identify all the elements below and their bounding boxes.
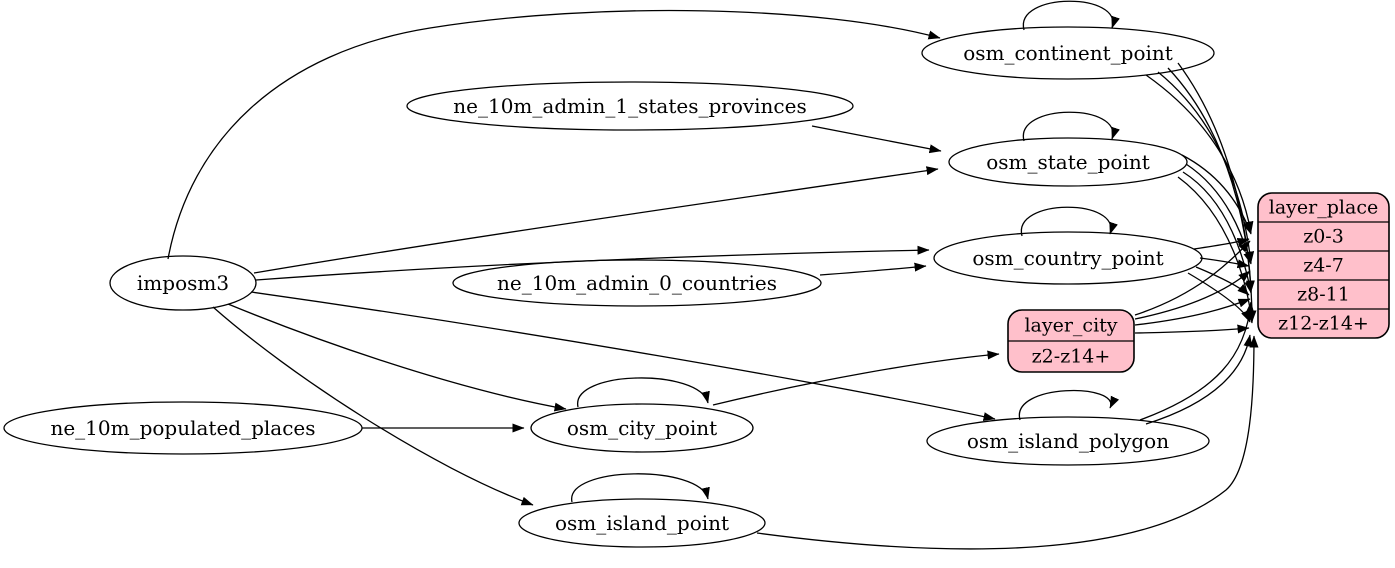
edge-imposm3-to-osm_city_point <box>227 303 567 412</box>
node-shape-osm_island_point <box>518 498 766 548</box>
edge-osm_island_polygon-to-layer_place <box>1145 334 1253 425</box>
node-label-osm_island_polygon: osm_island_polygon <box>967 429 1169 453</box>
edge-osm_island_polygon-self-loop <box>1018 389 1120 421</box>
node-shape-osm_continent_point <box>921 26 1215 80</box>
record-row-layer_place-0: z0-3 <box>1303 226 1344 248</box>
edge-imposm3-to-osm_country_point <box>255 245 930 281</box>
edge-osm_country_point-to-layer_place <box>1193 237 1250 250</box>
edge-osm_island_polygon-to-layer_place <box>1139 301 1255 421</box>
edge-osm_country_point-to-layer_place <box>1195 266 1250 296</box>
edge-osm_city_point-to-layer_city <box>712 350 1000 406</box>
node-ne_10m_admin_1_states_provinces: ne_10m_admin_1_states_provinces <box>406 81 854 131</box>
edge-osm_state_point-self-loop <box>1022 111 1120 142</box>
node-shape-osm_state_point <box>948 137 1188 187</box>
node-osm_city_point: osm_city_point <box>530 403 754 453</box>
node-label-ne_10m_admin_0_countries: ne_10m_admin_0_countries <box>497 271 777 295</box>
edge-layer_city-to-layer_place <box>1134 240 1251 316</box>
node-shape-ne_10m_admin_1_states_provinces <box>406 81 854 131</box>
edge-osm_country_point-self-loop <box>1020 206 1118 237</box>
record-layer_place: layer_place z0-3 z4-7 z8-11 z12-z14+ <box>1257 192 1390 339</box>
edge-osm_continent_point-to-layer_place <box>1145 74 1254 234</box>
node-label-ne_10m_admin_1_states_provinces: ne_10m_admin_1_states_provinces <box>453 94 806 118</box>
node-shape-imposm3 <box>109 255 257 311</box>
node-imposm3: imposm3 <box>109 255 257 311</box>
edge-layer_city-to-layer_place <box>1134 298 1251 326</box>
node-label-osm_island_point: osm_island_point <box>555 511 729 535</box>
edge-imposm3-to-osm_island_polygon <box>250 291 996 421</box>
node-label-imposm3: imposm3 <box>137 271 229 295</box>
edge-osm_continent_point-to-layer_place <box>1177 62 1257 323</box>
edge-osm_continent_point-self-loop <box>1022 0 1120 31</box>
edges-layer <box>167 0 1259 550</box>
nodes-layer: imposm3 ne_10m_admin_1_states_provincesne… <box>3 26 1390 548</box>
node-osm_state_point: osm_state_point <box>948 137 1188 187</box>
node-osm_island_polygon: osm_island_polygon <box>926 416 1210 466</box>
edge-osm_island_point-to-layer_place <box>756 335 1259 550</box>
edge-imposm3-to-osm_state_point <box>253 166 939 274</box>
record-row-layer_place-1: z4-7 <box>1303 255 1344 277</box>
edge-imposm3-to-osm_continent_point <box>167 9 941 260</box>
node-osm_continent_point: osm_continent_point <box>921 26 1215 80</box>
edge-ne_10m_admin_0_countries-to-osm_country_point <box>819 262 927 276</box>
node-shape-osm_island_polygon <box>926 416 1210 466</box>
edge-osm_state_point-to-layer_place <box>1181 154 1252 235</box>
edge-osm_city_point-self-loop <box>577 377 710 408</box>
record-row-layer_place-2: z8-11 <box>1297 284 1350 306</box>
node-shape-ne_10m_admin_0_countries <box>452 259 822 307</box>
record-row-layer_place-3: z12-z14+ <box>1278 313 1369 335</box>
edge-layer_city-to-layer_place <box>1134 324 1250 334</box>
node-shape-osm_city_point <box>530 403 754 453</box>
record-title-layer_city: layer_city <box>1024 315 1117 337</box>
node-osm_island_point: osm_island_point <box>518 498 766 548</box>
node-label-osm_continent_point: osm_continent_point <box>963 41 1173 65</box>
edge-imposm3-to-osm_island_point <box>212 306 534 506</box>
edge-osm_country_point-to-layer_place <box>1199 257 1250 269</box>
record-shape-layer_place <box>1257 192 1390 339</box>
record-layer_city: layer_city z2-z14+ <box>1007 309 1135 373</box>
node-ne_10m_populated_places: ne_10m_populated_places <box>3 401 363 455</box>
node-osm_country_point: osm_country_point <box>933 231 1203 285</box>
node-ne_10m_admin_0_countries: ne_10m_admin_0_countries <box>452 259 822 307</box>
edge-osm_island_point-self-loop <box>571 473 710 503</box>
node-label-ne_10m_populated_places: ne_10m_populated_places <box>50 416 315 440</box>
edge-osm_state_point-to-layer_place <box>1185 163 1253 265</box>
node-label-osm_state_point: osm_state_point <box>986 150 1150 174</box>
edge-ne_10m_admin_1_states_provinces-to-osm_state_point <box>811 125 942 154</box>
edge-osm_state_point-to-layer_place <box>1182 171 1254 294</box>
record-row-layer_city-0: z2-z14+ <box>1032 346 1111 368</box>
record-title-layer_place: layer_place <box>1269 197 1378 219</box>
node-label-osm_country_point: osm_country_point <box>972 246 1163 270</box>
node-label-osm_city_point: osm_city_point <box>567 416 717 440</box>
